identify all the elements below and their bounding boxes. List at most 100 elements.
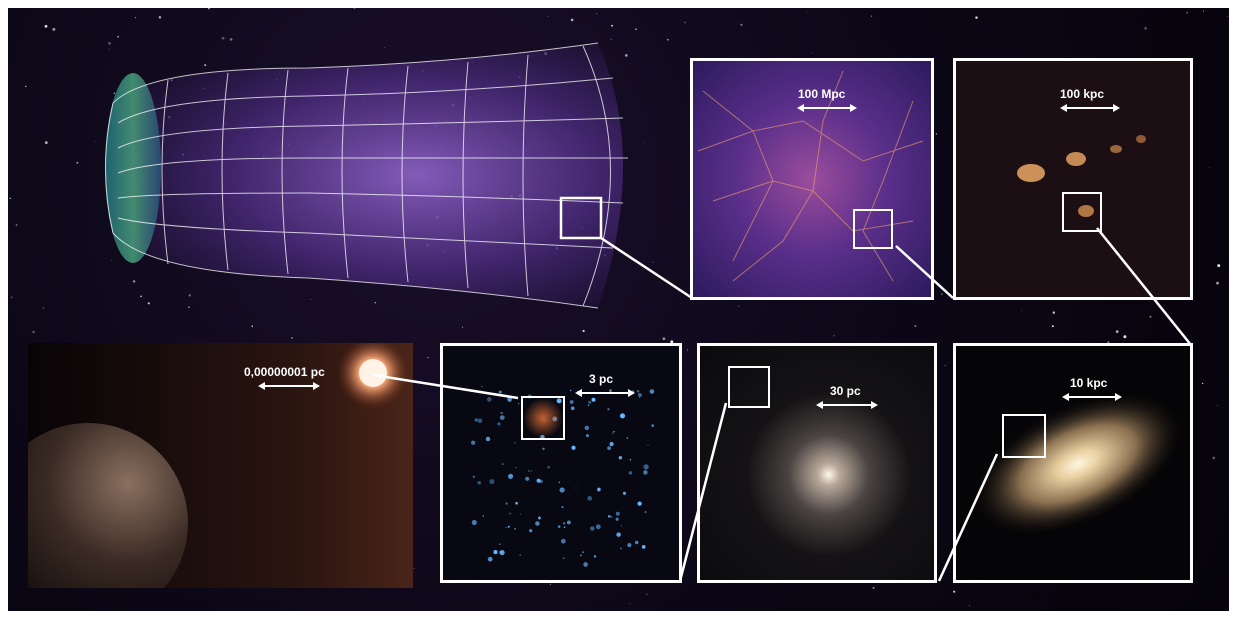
cluster-star — [562, 557, 565, 560]
cluster-star — [570, 406, 575, 411]
cluster-star — [620, 525, 622, 527]
background-star — [806, 12, 808, 14]
cluster-star — [547, 465, 550, 469]
background-star — [383, 47, 385, 49]
cluster-star — [613, 430, 615, 433]
cluster-star — [499, 551, 501, 553]
cluster-star — [525, 476, 530, 481]
scale-arrow-galaxy — [1062, 393, 1122, 401]
spiral-galaxy — [973, 393, 1183, 535]
panel-galaxy-group: 100 kpc — [953, 58, 1193, 300]
background-star — [229, 38, 233, 41]
background-star — [812, 52, 813, 54]
background-star — [1216, 404, 1218, 406]
cluster-star — [477, 418, 483, 424]
cluster-star — [584, 425, 590, 431]
scale-label-open-cluster: 3 pc — [589, 372, 614, 386]
background-star — [629, 603, 631, 605]
cluster-star — [571, 445, 576, 450]
cluster-star — [626, 437, 629, 439]
background-star — [624, 54, 628, 57]
background-star — [25, 85, 27, 88]
scale-arrow-globular — [816, 401, 878, 409]
background-star — [549, 583, 551, 585]
background-star — [1051, 325, 1054, 328]
background-star — [872, 586, 875, 589]
cluster-star — [593, 555, 597, 558]
cluster-star — [482, 515, 485, 517]
cluster-star — [487, 556, 493, 562]
background-star — [1052, 311, 1056, 314]
background-star — [353, 8, 356, 9]
background-star — [666, 38, 669, 41]
cluster-star — [587, 496, 593, 501]
cluster-star — [515, 466, 517, 469]
cluster-star — [610, 515, 613, 519]
background-star — [185, 594, 187, 595]
galaxy-group-field — [1017, 135, 1146, 217]
cluster-star — [620, 547, 622, 550]
cluster-star — [615, 511, 620, 516]
cluster-star — [586, 434, 589, 438]
cluster-star — [507, 397, 512, 402]
background-star — [914, 325, 917, 327]
scale-label-cosmic-web: 100 Mpc — [798, 87, 846, 101]
background-star — [1202, 382, 1204, 384]
cluster-star — [651, 424, 655, 427]
cluster-star — [515, 501, 518, 505]
cluster-star — [619, 413, 626, 419]
background-star — [1115, 330, 1119, 333]
spacetime-grid — [105, 42, 628, 309]
cluster-star — [499, 415, 505, 421]
background-star — [221, 36, 225, 40]
background-star — [158, 15, 162, 19]
background-star — [582, 329, 585, 333]
background-star — [207, 8, 211, 10]
cluster-star — [569, 400, 574, 404]
cluster-star — [472, 475, 476, 478]
zoom-box-group — [1062, 192, 1102, 232]
background-star — [188, 294, 191, 297]
background-star — [140, 295, 142, 298]
cluster-star — [607, 514, 611, 518]
cluster-star — [607, 446, 612, 451]
cluster-star — [519, 554, 522, 556]
zoom-box-web — [853, 209, 893, 249]
background-star — [76, 161, 79, 164]
background-star — [147, 302, 150, 305]
cluster-star — [597, 487, 601, 492]
background-star — [1149, 315, 1152, 318]
cluster-star — [558, 481, 561, 484]
scale-label-galaxy-group: 100 kpc — [1060, 87, 1105, 101]
cluster-star — [505, 502, 508, 505]
background-star — [1216, 281, 1219, 285]
background-star — [686, 349, 688, 351]
cluster-star — [634, 540, 639, 545]
background-star — [374, 302, 376, 304]
background-star — [44, 141, 48, 144]
cluster-star — [638, 393, 642, 397]
cluster-star — [498, 390, 502, 394]
zoom-box-globular — [728, 366, 770, 408]
background-star — [975, 16, 978, 19]
background-star — [940, 293, 943, 296]
cluster-star — [639, 396, 641, 398]
background-star — [108, 42, 111, 45]
background-star — [968, 605, 970, 607]
cluster-star — [609, 442, 614, 447]
cosmic-web-volume — [105, 43, 623, 308]
expanding-universe-funnel — [105, 42, 628, 309]
background-star — [251, 325, 253, 327]
background-star — [423, 427, 424, 429]
zoom-box-cosmic — [559, 196, 603, 240]
background-star — [1186, 11, 1188, 14]
cosmic-microwave-background — [105, 73, 161, 263]
background-star — [1226, 16, 1228, 17]
scale-label-galaxy: 10 kpc — [1070, 376, 1108, 390]
starfield-background: 100 Mpc 100 kpc — [8, 8, 1229, 611]
cluster-star — [527, 469, 530, 473]
background-star — [1021, 309, 1023, 311]
background-star — [108, 48, 110, 50]
scale-arrow-cosmic-web — [797, 104, 857, 112]
